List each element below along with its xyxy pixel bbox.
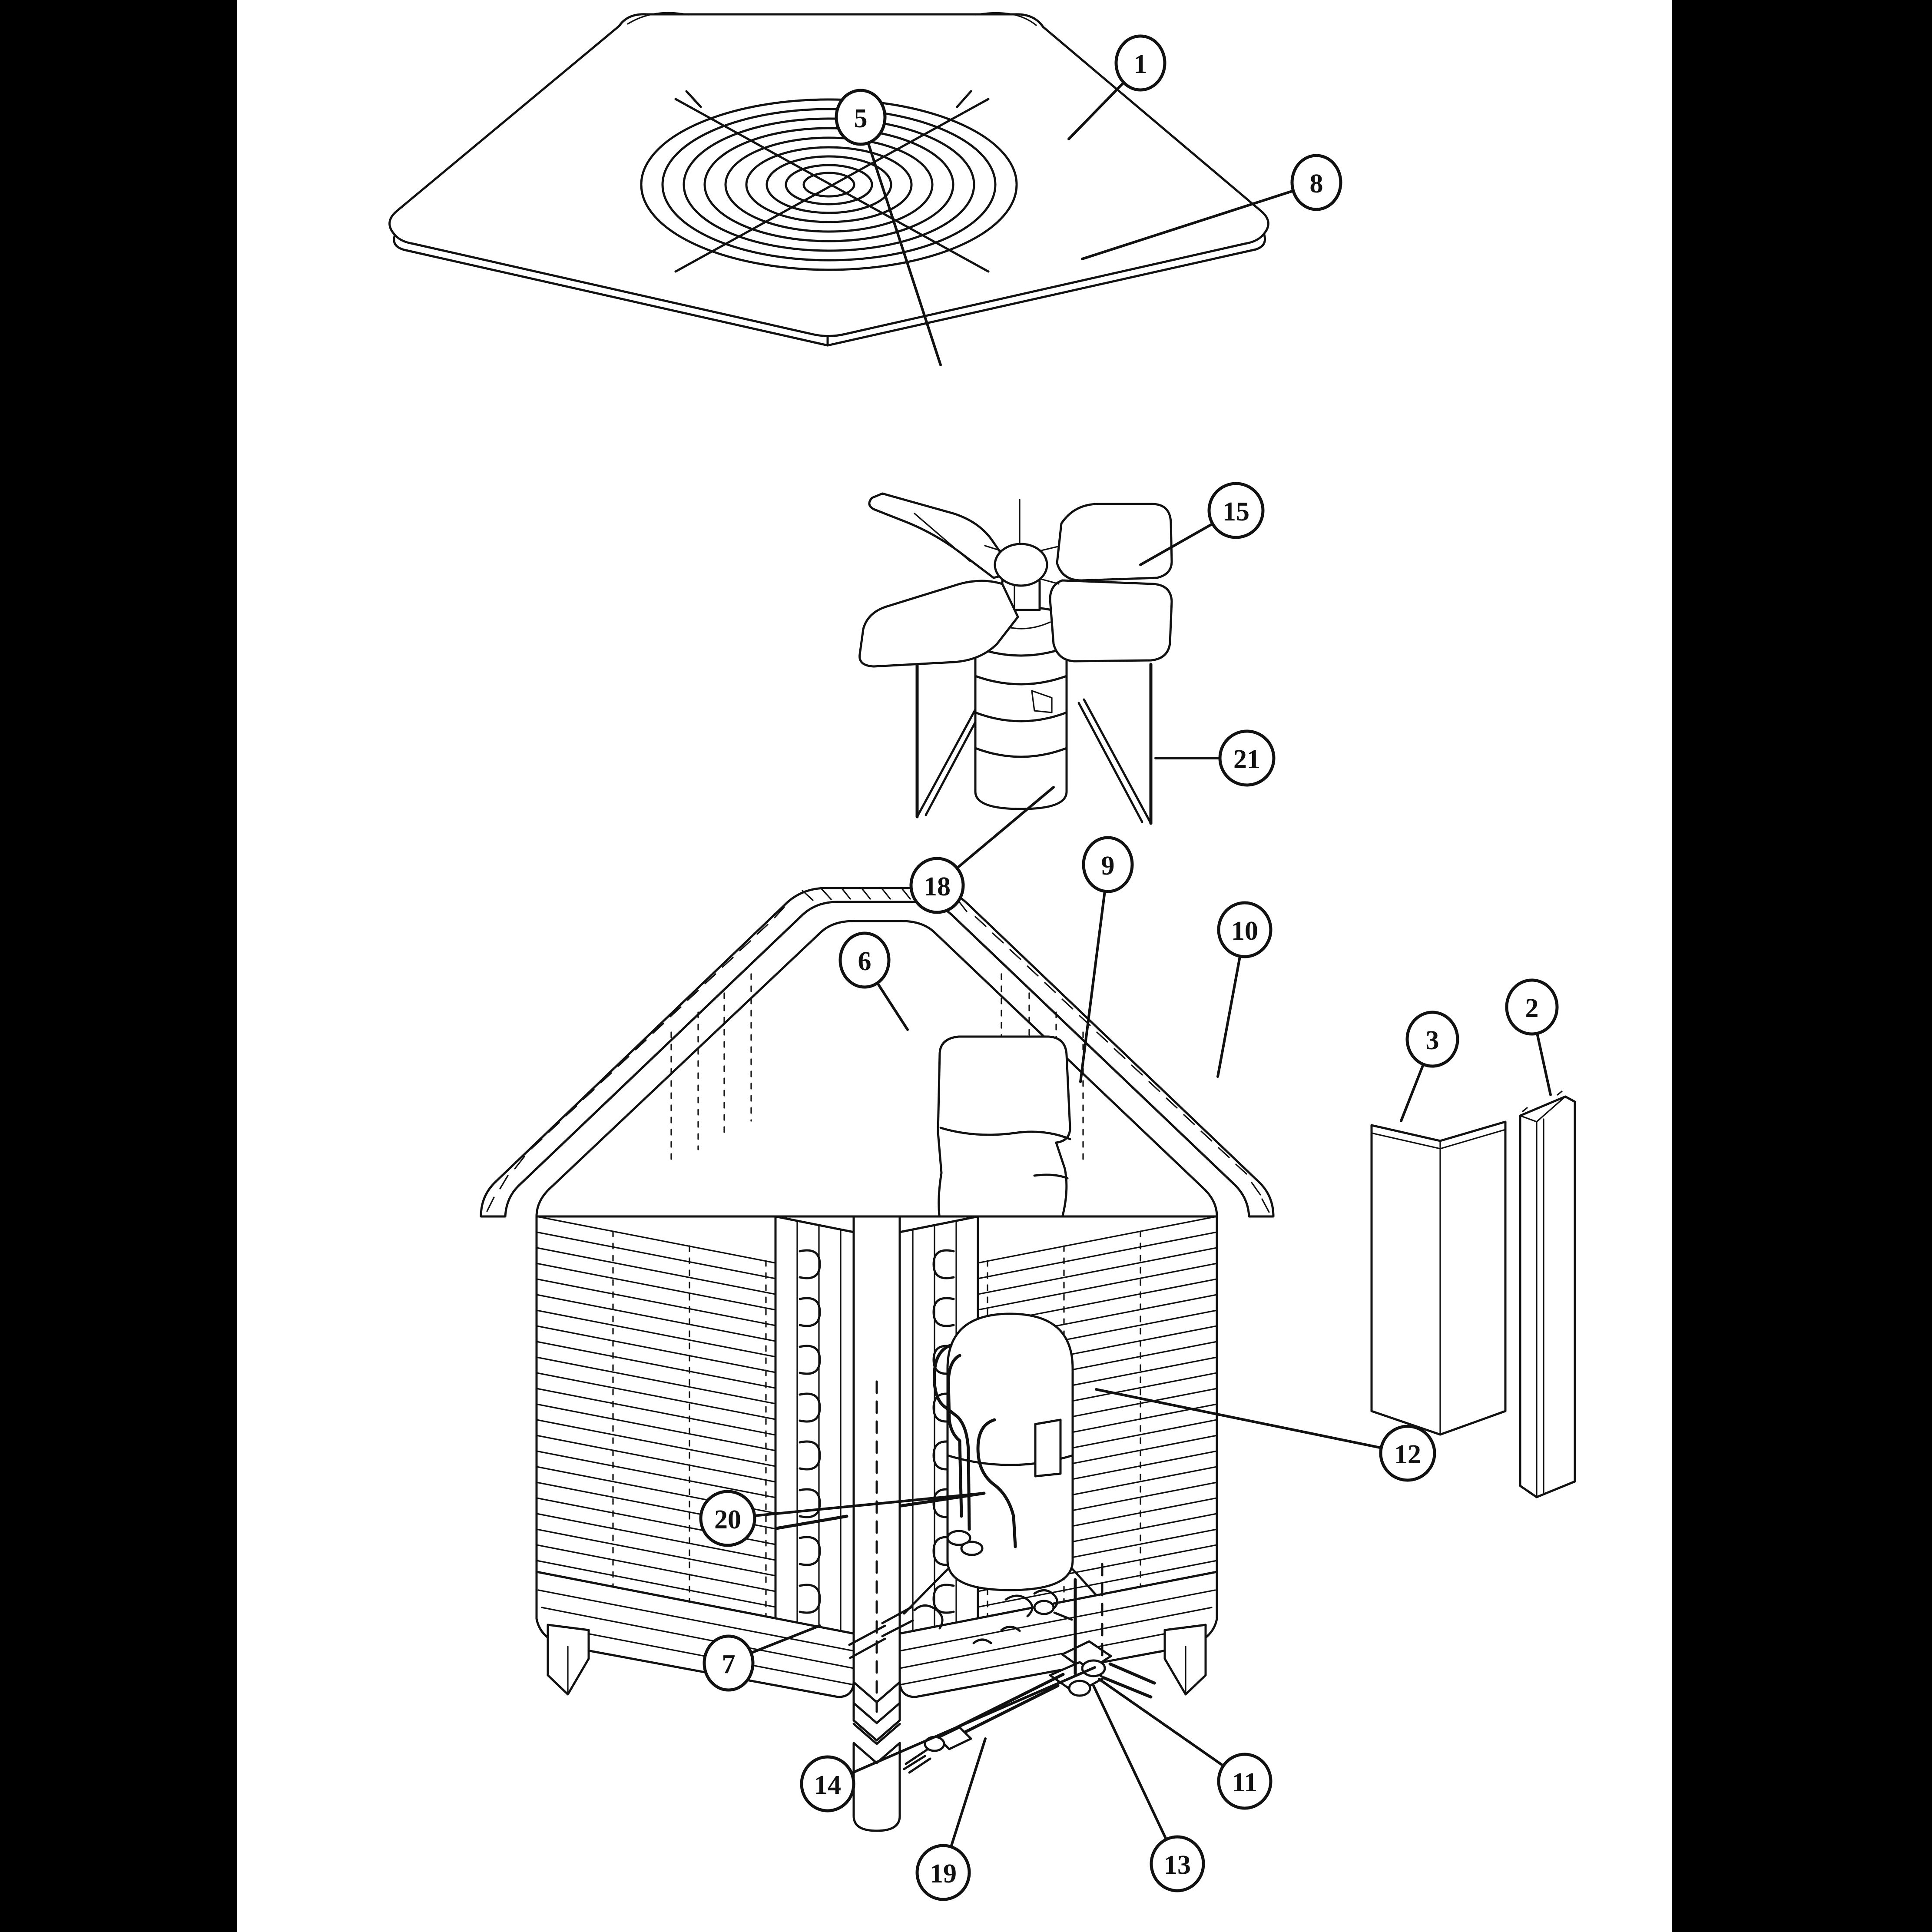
callout-bubble-20[interactable] — [699, 1490, 756, 1547]
callout-20[interactable]: 20 — [699, 1490, 985, 1547]
callout-7[interactable]: 7 — [703, 1624, 821, 1692]
callout-19[interactable]: 19 — [915, 1737, 987, 1901]
callout-leader-15 — [1139, 522, 1215, 566]
callout-14[interactable]: 14 — [800, 1666, 1096, 1813]
callout-leader-20 — [752, 1492, 985, 1518]
callout-15[interactable]: 15 — [1139, 482, 1265, 566]
callout-bubble-19[interactable] — [915, 1844, 971, 1901]
fan-motor-assembly — [858, 492, 1173, 825]
callout-8[interactable]: 8 — [1081, 154, 1342, 260]
callout-12[interactable]: 12 — [1095, 1388, 1436, 1482]
callout-leader-2 — [1535, 1031, 1552, 1096]
callout-label-20: 20 — [714, 1505, 741, 1534]
callout-label-19: 19 — [930, 1859, 957, 1889]
callout-label-1: 1 — [1134, 50, 1147, 79]
service-valve-assembly — [775, 1491, 1156, 1774]
callout-label-3: 3 — [1426, 1026, 1439, 1055]
coil-interior-lines — [670, 973, 1084, 1166]
callout-bubble-12[interactable] — [1379, 1425, 1436, 1482]
callout-leader-1 — [1067, 80, 1126, 140]
corner-post-panel — [1519, 1090, 1576, 1498]
callout-11[interactable]: 11 — [1098, 1678, 1273, 1810]
coil-fin-hatching — [486, 887, 1270, 1213]
callout-label-12: 12 — [1394, 1440, 1421, 1469]
fan-blade — [858, 492, 1173, 668]
callout-leader-11 — [1098, 1678, 1226, 1768]
callout-label-11: 11 — [1232, 1768, 1258, 1797]
callout-leader-10 — [1216, 954, 1242, 1078]
coil-return-bends-right — [932, 1249, 955, 1614]
callout-label-14: 14 — [814, 1770, 841, 1800]
fan-guard-grille — [640, 90, 1018, 273]
callout-leader-12 — [1095, 1388, 1384, 1450]
callout-2[interactable]: 2 — [1505, 978, 1559, 1096]
callout-leader-5 — [866, 140, 942, 366]
letterbox-bar-left — [0, 0, 237, 1932]
callout-bubble-10[interactable] — [1217, 901, 1273, 958]
callout-leader-6 — [875, 981, 909, 1031]
callout-leader-13 — [1092, 1684, 1168, 1842]
callout-18[interactable]: 18 — [909, 786, 1055, 914]
callout-bubble-7[interactable] — [703, 1634, 755, 1692]
callout-bubble-14[interactable] — [800, 1755, 855, 1813]
callout-bubble-21[interactable] — [1218, 729, 1276, 787]
callout-label-13: 13 — [1164, 1850, 1191, 1880]
callout-1[interactable]: 1 — [1067, 34, 1166, 140]
callout-label-10: 10 — [1231, 916, 1258, 946]
callout-bubble-9[interactable] — [1082, 836, 1134, 893]
callout-3[interactable]: 3 — [1400, 1011, 1459, 1122]
callout-bubble-5[interactable] — [835, 89, 887, 146]
callout-label-18: 18 — [924, 872, 951, 901]
callout-9[interactable]: 9 — [1079, 836, 1134, 1083]
callout-10[interactable]: 10 — [1216, 901, 1273, 1078]
callout-label-9: 9 — [1101, 851, 1115, 881]
callout-bubble-8[interactable] — [1290, 154, 1342, 211]
callout-bubble-15[interactable] — [1207, 482, 1265, 539]
condenser-cabinet — [480, 887, 1275, 1832]
callout-13[interactable]: 13 — [1092, 1684, 1205, 1892]
callout-label-7: 7 — [722, 1650, 736, 1679]
top-panel-assembly — [388, 12, 1269, 347]
callout-21[interactable]: 21 — [1154, 729, 1276, 787]
compressor — [903, 1312, 1110, 1615]
callout-bubble-6[interactable] — [838, 931, 891, 989]
callout-6[interactable]: 6 — [838, 931, 909, 1031]
control-access-panel — [1370, 1120, 1507, 1436]
base-pan — [535, 1380, 1218, 1832]
coil-louver-guard-left — [535, 1215, 855, 1648]
callout-5[interactable]: 5 — [835, 89, 942, 366]
callout-label-15: 15 — [1223, 497, 1249, 527]
callout-bubble-18[interactable] — [909, 857, 965, 914]
callout-bubble-11[interactable] — [1217, 1753, 1273, 1810]
callout-label-21: 21 — [1233, 745, 1260, 774]
callout-label-5: 5 — [854, 104, 868, 133]
callout-leader-9 — [1079, 889, 1107, 1083]
callout-label-2: 2 — [1525, 994, 1539, 1023]
coil-return-bends-left — [799, 1249, 821, 1614]
callout-leader-19 — [949, 1737, 987, 1849]
callout-leader-7 — [749, 1624, 821, 1655]
callout-bubble-13[interactable] — [1150, 1835, 1205, 1892]
callout-label-6: 6 — [858, 947, 872, 976]
callout-bubble-2[interactable] — [1505, 978, 1559, 1036]
callout-leader-14 — [849, 1666, 1096, 1775]
callout-leader-3 — [1400, 1062, 1425, 1122]
callout-leader-18 — [955, 786, 1055, 870]
callout-bubble-3[interactable] — [1405, 1011, 1459, 1068]
callout-leader-8 — [1081, 189, 1296, 260]
callout-bubble-1[interactable] — [1114, 34, 1166, 92]
letterbox-bar-right — [1672, 0, 1932, 1932]
callout-label-8: 8 — [1310, 169, 1323, 199]
